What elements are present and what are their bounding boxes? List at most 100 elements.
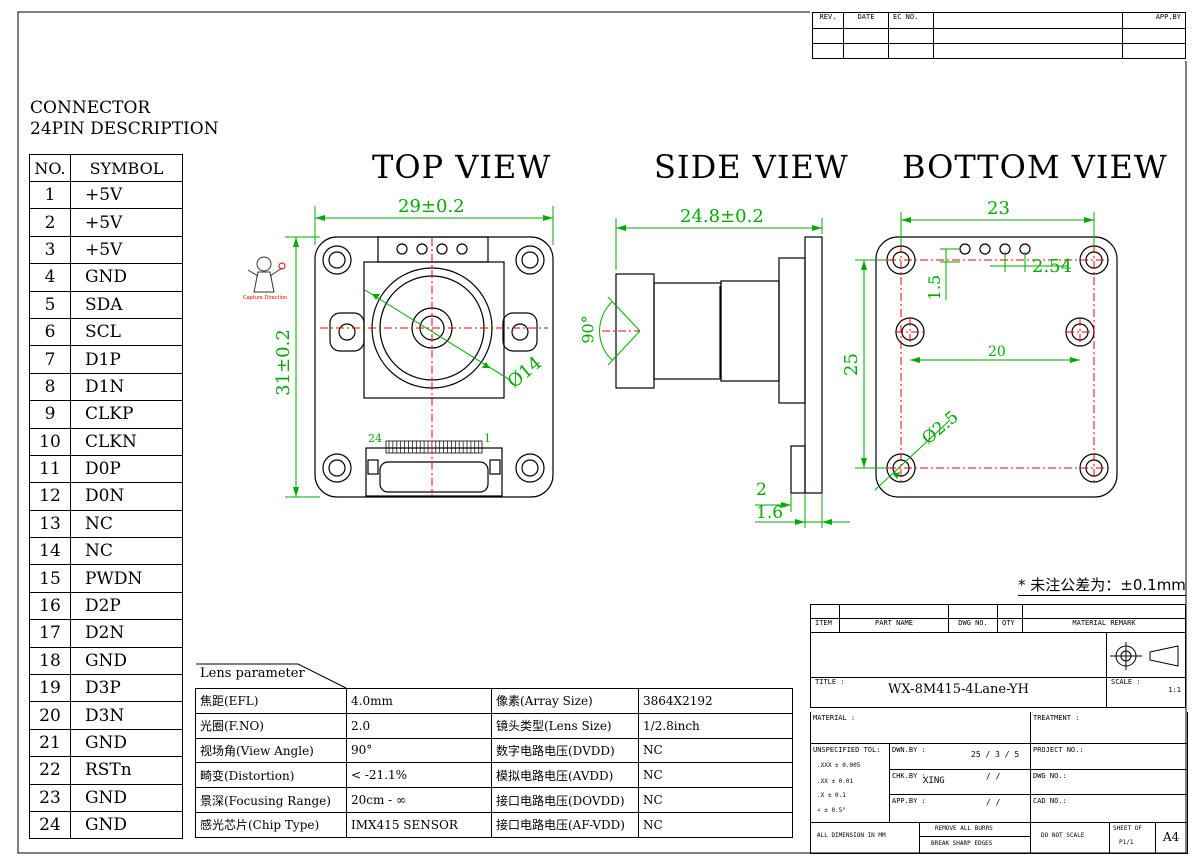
tb-scale-cell: SCALE :1:1 xyxy=(1106,677,1186,708)
pin-symbol: PWDN xyxy=(69,564,184,593)
lens-param-value: 20cm - ∞ xyxy=(346,787,492,813)
top-height-dim: 31±0.2 xyxy=(272,329,294,396)
pin-number: 12 xyxy=(29,482,71,511)
pin-number: 20 xyxy=(29,701,71,730)
pin-symbol: D3P xyxy=(69,674,184,703)
pin-symbol: D1N xyxy=(69,372,184,402)
tb-chk-by: XING xyxy=(923,776,945,786)
tb-material-remark-header: MATERIAL REMARK xyxy=(1022,618,1186,633)
pin-number: 7 xyxy=(29,345,71,374)
tb-item-header: ITEM xyxy=(810,618,840,633)
lens-param-name: 模拟电路电压(AVDD) xyxy=(491,762,639,789)
pin-number: 24 xyxy=(29,810,71,840)
tolerance-note: * 未注公差为：±0.1mm xyxy=(1018,576,1186,596)
pin-symbol: NC xyxy=(69,537,184,566)
rev-cell xyxy=(812,43,844,59)
tb-tol-xx: .XX ± 0.01 xyxy=(817,778,854,785)
lens-param-value: 2.0 xyxy=(346,712,492,739)
rev-cell xyxy=(812,28,844,44)
tb-divider xyxy=(919,822,920,853)
pin-row: 3+5V xyxy=(29,235,184,265)
tb-app-by-label: APP.BY : xyxy=(892,797,926,805)
side-dim-2: 2 xyxy=(756,480,767,500)
lens-param-name: 镜头类型(Lens Size) xyxy=(491,712,639,739)
pin-symbol: GND xyxy=(69,783,184,812)
lens-row: 景深(Focusing Range)20cm - ∞接口电路电压(DOVDD)N… xyxy=(195,787,793,813)
pin-number: 18 xyxy=(29,646,71,676)
tb-title-cell: TITLE :WX-8M415-4Lane-YH xyxy=(810,677,1107,708)
rev-cell xyxy=(933,28,1123,44)
pin-symbol: GND xyxy=(69,646,184,676)
pin-number: 21 xyxy=(29,728,71,758)
capture-direction-label: Capture Direction xyxy=(243,295,288,301)
rev-cell xyxy=(888,28,934,44)
tb-divider xyxy=(889,743,890,822)
tb-material-label: MATERIAL : xyxy=(813,714,856,722)
bottom-dim-1-5: 1.5 xyxy=(925,274,945,301)
tb-part-name-header: PART NAME xyxy=(839,618,949,633)
side-dim-1-6: 1.6 xyxy=(756,503,784,523)
tb-app-date: / / xyxy=(986,798,1001,807)
pin-number-header: NO. xyxy=(29,154,71,182)
lens-param-name: 感光芯片(Chip Type) xyxy=(195,811,347,838)
pin-row: 2+5V xyxy=(29,208,184,237)
pin-number: 2 xyxy=(29,208,71,237)
pin-number: 23 xyxy=(29,783,71,812)
tb-dwn-date: 25 / 3 / 5 xyxy=(971,750,1020,759)
tb-divider xyxy=(1030,794,1187,795)
lens-param-value: 3864X2192 xyxy=(638,688,793,714)
tb-divider xyxy=(1030,769,1187,770)
tb-blank xyxy=(997,604,1023,619)
lens-param-name: 畸变(Distortion) xyxy=(195,762,347,789)
tb-blank xyxy=(839,604,949,619)
rev-cell xyxy=(843,28,889,44)
lens-param-name: 光圈(F.NO) xyxy=(195,712,347,739)
tb-qty-header: QTY xyxy=(997,618,1023,633)
bottom-dim-20: 20 xyxy=(988,344,1006,360)
tb-tol-angle: ∠ ± 0.5° xyxy=(817,807,846,814)
pin-symbol: D3N xyxy=(69,701,184,730)
connector-pin-1-label: 1 xyxy=(484,432,491,445)
pin-symbol: +5V xyxy=(69,208,184,237)
pin-symbol: +5V xyxy=(69,180,184,210)
bottom-dim-2-54: 2.54 xyxy=(1032,256,1073,277)
tb-divider xyxy=(1030,822,1031,853)
pin-symbol: SCL xyxy=(69,317,184,347)
lens-param-value: IMX415 SENSOR xyxy=(346,811,492,838)
lens-param-value: < -21.1% xyxy=(346,762,492,789)
pin-number: 9 xyxy=(29,400,71,429)
pin-symbol: GND xyxy=(69,810,184,840)
rev-cell xyxy=(1122,28,1186,44)
pin-number: 1 xyxy=(29,180,71,210)
lens-row: 视场角(View Angle)90°数字电路电压(DVDD)NC xyxy=(195,737,793,764)
connector-title-line2: 24PIN DESCRIPTION xyxy=(30,119,219,139)
tb-cad-no-label: CAD NO.: xyxy=(1033,797,1067,805)
sheet-border xyxy=(17,11,1187,854)
pin-symbol: NC xyxy=(69,509,184,539)
pin-number: 8 xyxy=(29,372,71,402)
tb-project-no-label: PROJECT NO.: xyxy=(1033,746,1084,754)
pin-symbol: SDA xyxy=(69,290,184,319)
pin-symbol: RSTn xyxy=(69,756,184,785)
lens-param-value: NC xyxy=(638,737,793,764)
bottom-view-drawing xyxy=(855,212,1118,498)
rev-cell xyxy=(933,43,1123,59)
tb-unspecified-tol: UNSPECIFIED TOL: xyxy=(813,746,881,754)
tb-remove-burrs: REMOVE ALL BURRS xyxy=(935,825,993,832)
tb-scale-label: SCALE : xyxy=(1111,678,1141,687)
pin-number: 16 xyxy=(29,591,71,621)
lens-param-name: 像素(Array Size) xyxy=(491,688,639,714)
